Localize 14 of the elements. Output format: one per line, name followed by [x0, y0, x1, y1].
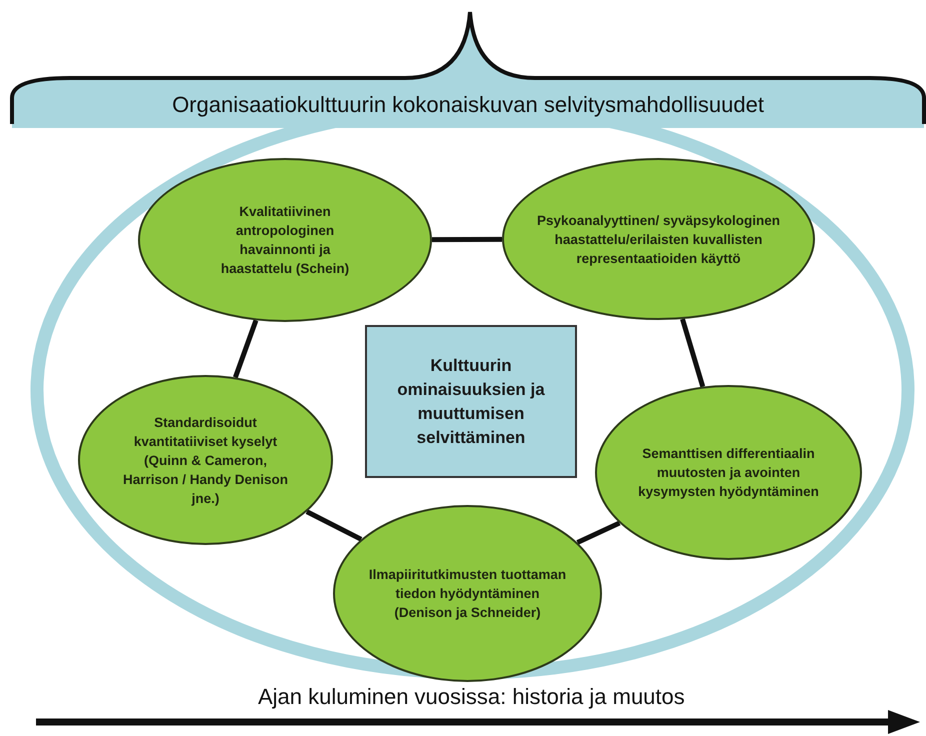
center-box [365, 325, 577, 478]
connector-line [233, 320, 258, 378]
connector-line [680, 318, 706, 388]
method-text: Standardisoidut kvantitatiiviset kyselyt (Quinn & Cameron, Harrison / Handy Denison jne.) [122, 414, 290, 508]
method-text: Semanttisen differentiaalin muutosten ja avointen kysymysten hyödyntäminen [637, 445, 820, 501]
connector-line [576, 520, 621, 545]
method-text: Ilmapiiritutkimusten tuottaman tiedon hyödyntäminen (Denison ja Schneider) [368, 566, 568, 622]
connector-line [432, 236, 502, 242]
connector-line [306, 509, 362, 542]
center-text: Kulttuurin ominaisuuksien ja muuttumisen selvittäminen [396, 354, 546, 448]
timeline-label: Ajan kuluminen vuosissa: historia ja muutos [258, 683, 685, 711]
method-text: Psykoanalyyttinen/ syväpsykologinen haastattelu/erilaisten kuvallisten representaatioiden käyttö [536, 212, 782, 268]
banner-title: Organisaatiokulttuurin kokonaiskuvan selvitysmahdollisuudet [172, 91, 764, 119]
method-text: Kvalitatiivinen antropologinen havainnonti ja haastattelu (Schein) [220, 203, 350, 278]
